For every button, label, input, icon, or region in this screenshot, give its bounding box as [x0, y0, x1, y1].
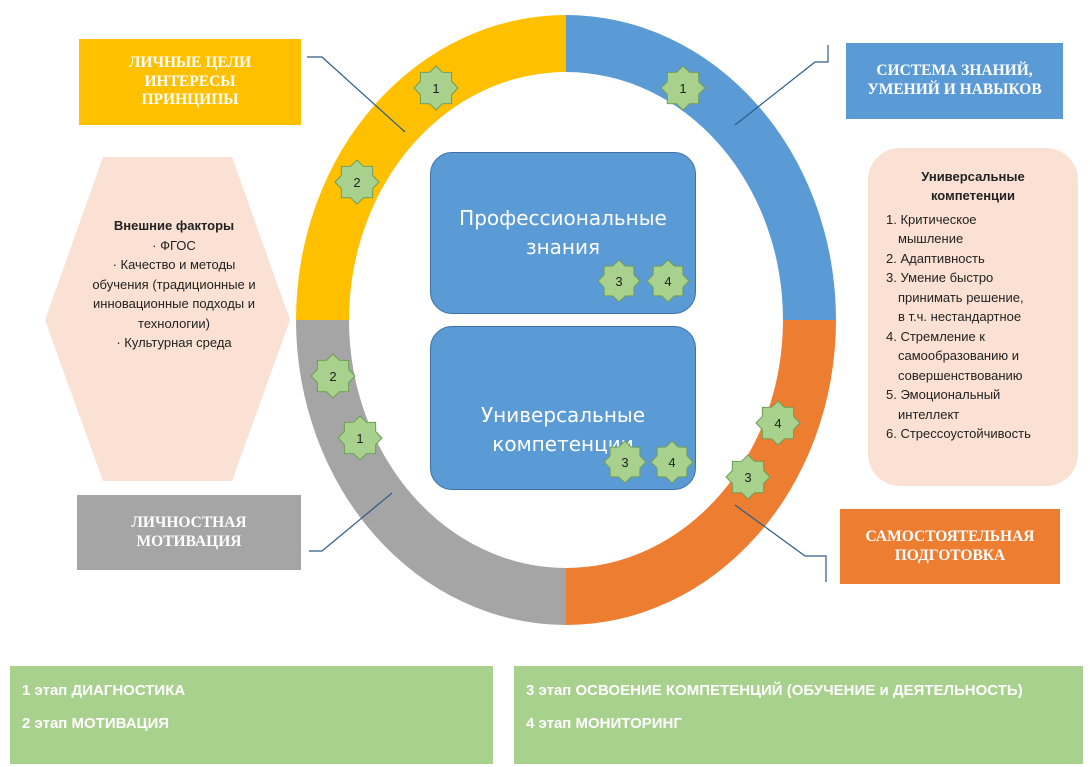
star-orange-4-icon: 4	[755, 400, 801, 446]
external-factors-hexagon	[45, 157, 290, 481]
professional-knowledge-label: Профессиональные знания	[459, 206, 667, 259]
star-yellow-1-icon: 1	[413, 65, 459, 111]
ring-quadrant-gray	[296, 320, 566, 625]
external-factor-item: · Культурная среда	[116, 335, 232, 350]
personal-motivation-box: ЛИЧНОСТНАЯ МОТИВАЦИЯ	[77, 495, 301, 570]
star-gray-1-label: 1	[356, 431, 363, 446]
universal-competencies-label: Универсальные компетенции	[480, 403, 646, 456]
competency-item: 3. Умение быстро принимать решение, в т.…	[886, 270, 1024, 325]
competency-item: 6. Стрессоустойчивость	[886, 426, 1031, 442]
stage-2-label: 2 этап МОТИВАЦИЯ	[22, 715, 170, 732]
competency-item: 5. Эмоциональный интеллект	[886, 387, 1001, 422]
star-orange-3-icon: 3	[725, 454, 771, 500]
external-factors-text: Внешние факторы · ФГОС · Качество и мето…	[88, 216, 260, 353]
stage-1-label: 1 этап ДИАГНОСТИКА	[22, 682, 186, 699]
star-yellow-2-icon: 2	[334, 159, 380, 205]
connector-blue	[734, 45, 829, 126]
star-blue-1-label: 1	[679, 81, 686, 96]
external-factor-item: · ФГОС	[152, 237, 196, 253]
star-orange-3-label: 3	[744, 470, 751, 485]
star-yellow-1-label: 1	[432, 81, 439, 96]
competency-item: 2. Адаптивность	[886, 250, 985, 266]
star-blue-1-icon: 1	[660, 65, 706, 111]
universal-competencies-box: Универсальные компетенции	[430, 326, 696, 490]
star-gray-2-label: 2	[329, 369, 336, 384]
stages-box-left: 1 этап ДИАГНОСТИКА 2 этап МОТИВАЦИЯ	[10, 666, 493, 764]
competency-item: 1. Критическое мышление	[886, 211, 977, 247]
star-yellow-2-label: 2	[353, 175, 360, 190]
star-orange-4-label: 4	[774, 416, 781, 431]
external-factors-title: Внешние факторы	[113, 218, 235, 233]
star-gray-1-icon: 1	[337, 415, 383, 461]
professional-knowledge-box: Профессиональные знания	[430, 152, 696, 314]
ring-quadrant-orange	[566, 320, 836, 625]
competencies-list: 1. Критическое мышление 2. Адаптивность …	[868, 210, 1078, 444]
stages-box-right: 3 этап ОСВОЕНИЕ КОМПЕТЕНЦИЙ (ОБУЧЕНИЕ и …	[514, 666, 1083, 764]
external-factor-item: · Качество и методы обучения (традиционн…	[92, 257, 256, 331]
self-preparation-box: САМОСТОЯТЕЛЬНАЯ ПОДГОТОВКА	[840, 509, 1060, 584]
ring-quadrant-blue	[566, 15, 836, 320]
connector-orange	[734, 504, 827, 582]
personal-goals-box: ЛИЧНЫЕ ЦЕЛИ ИНТЕРЕСЫ ПРИНЦИПЫ	[79, 39, 301, 125]
connector-yellow	[307, 56, 406, 133]
competency-item: 4. Стремление к самообразованию и соверш…	[886, 328, 1023, 383]
universal-competencies-panel: Универсальные компетенции 1. Критическое…	[868, 148, 1078, 486]
connector-gray	[309, 492, 393, 552]
star-gray-2-icon: 2	[310, 353, 356, 399]
knowledge-system-box: СИСТЕМА ЗНАНИЙ, УМЕНИЙ И НАВЫКОВ	[846, 43, 1063, 119]
competencies-panel-title: Универсальные компетенции	[921, 169, 1025, 203]
stage-3-label: 3 этап ОСВОЕНИЕ КОМПЕТЕНЦИЙ (ОБУЧЕНИЕ и …	[526, 682, 1023, 699]
stage-4-label: 4 этап МОНИТОРИНГ	[526, 715, 682, 732]
